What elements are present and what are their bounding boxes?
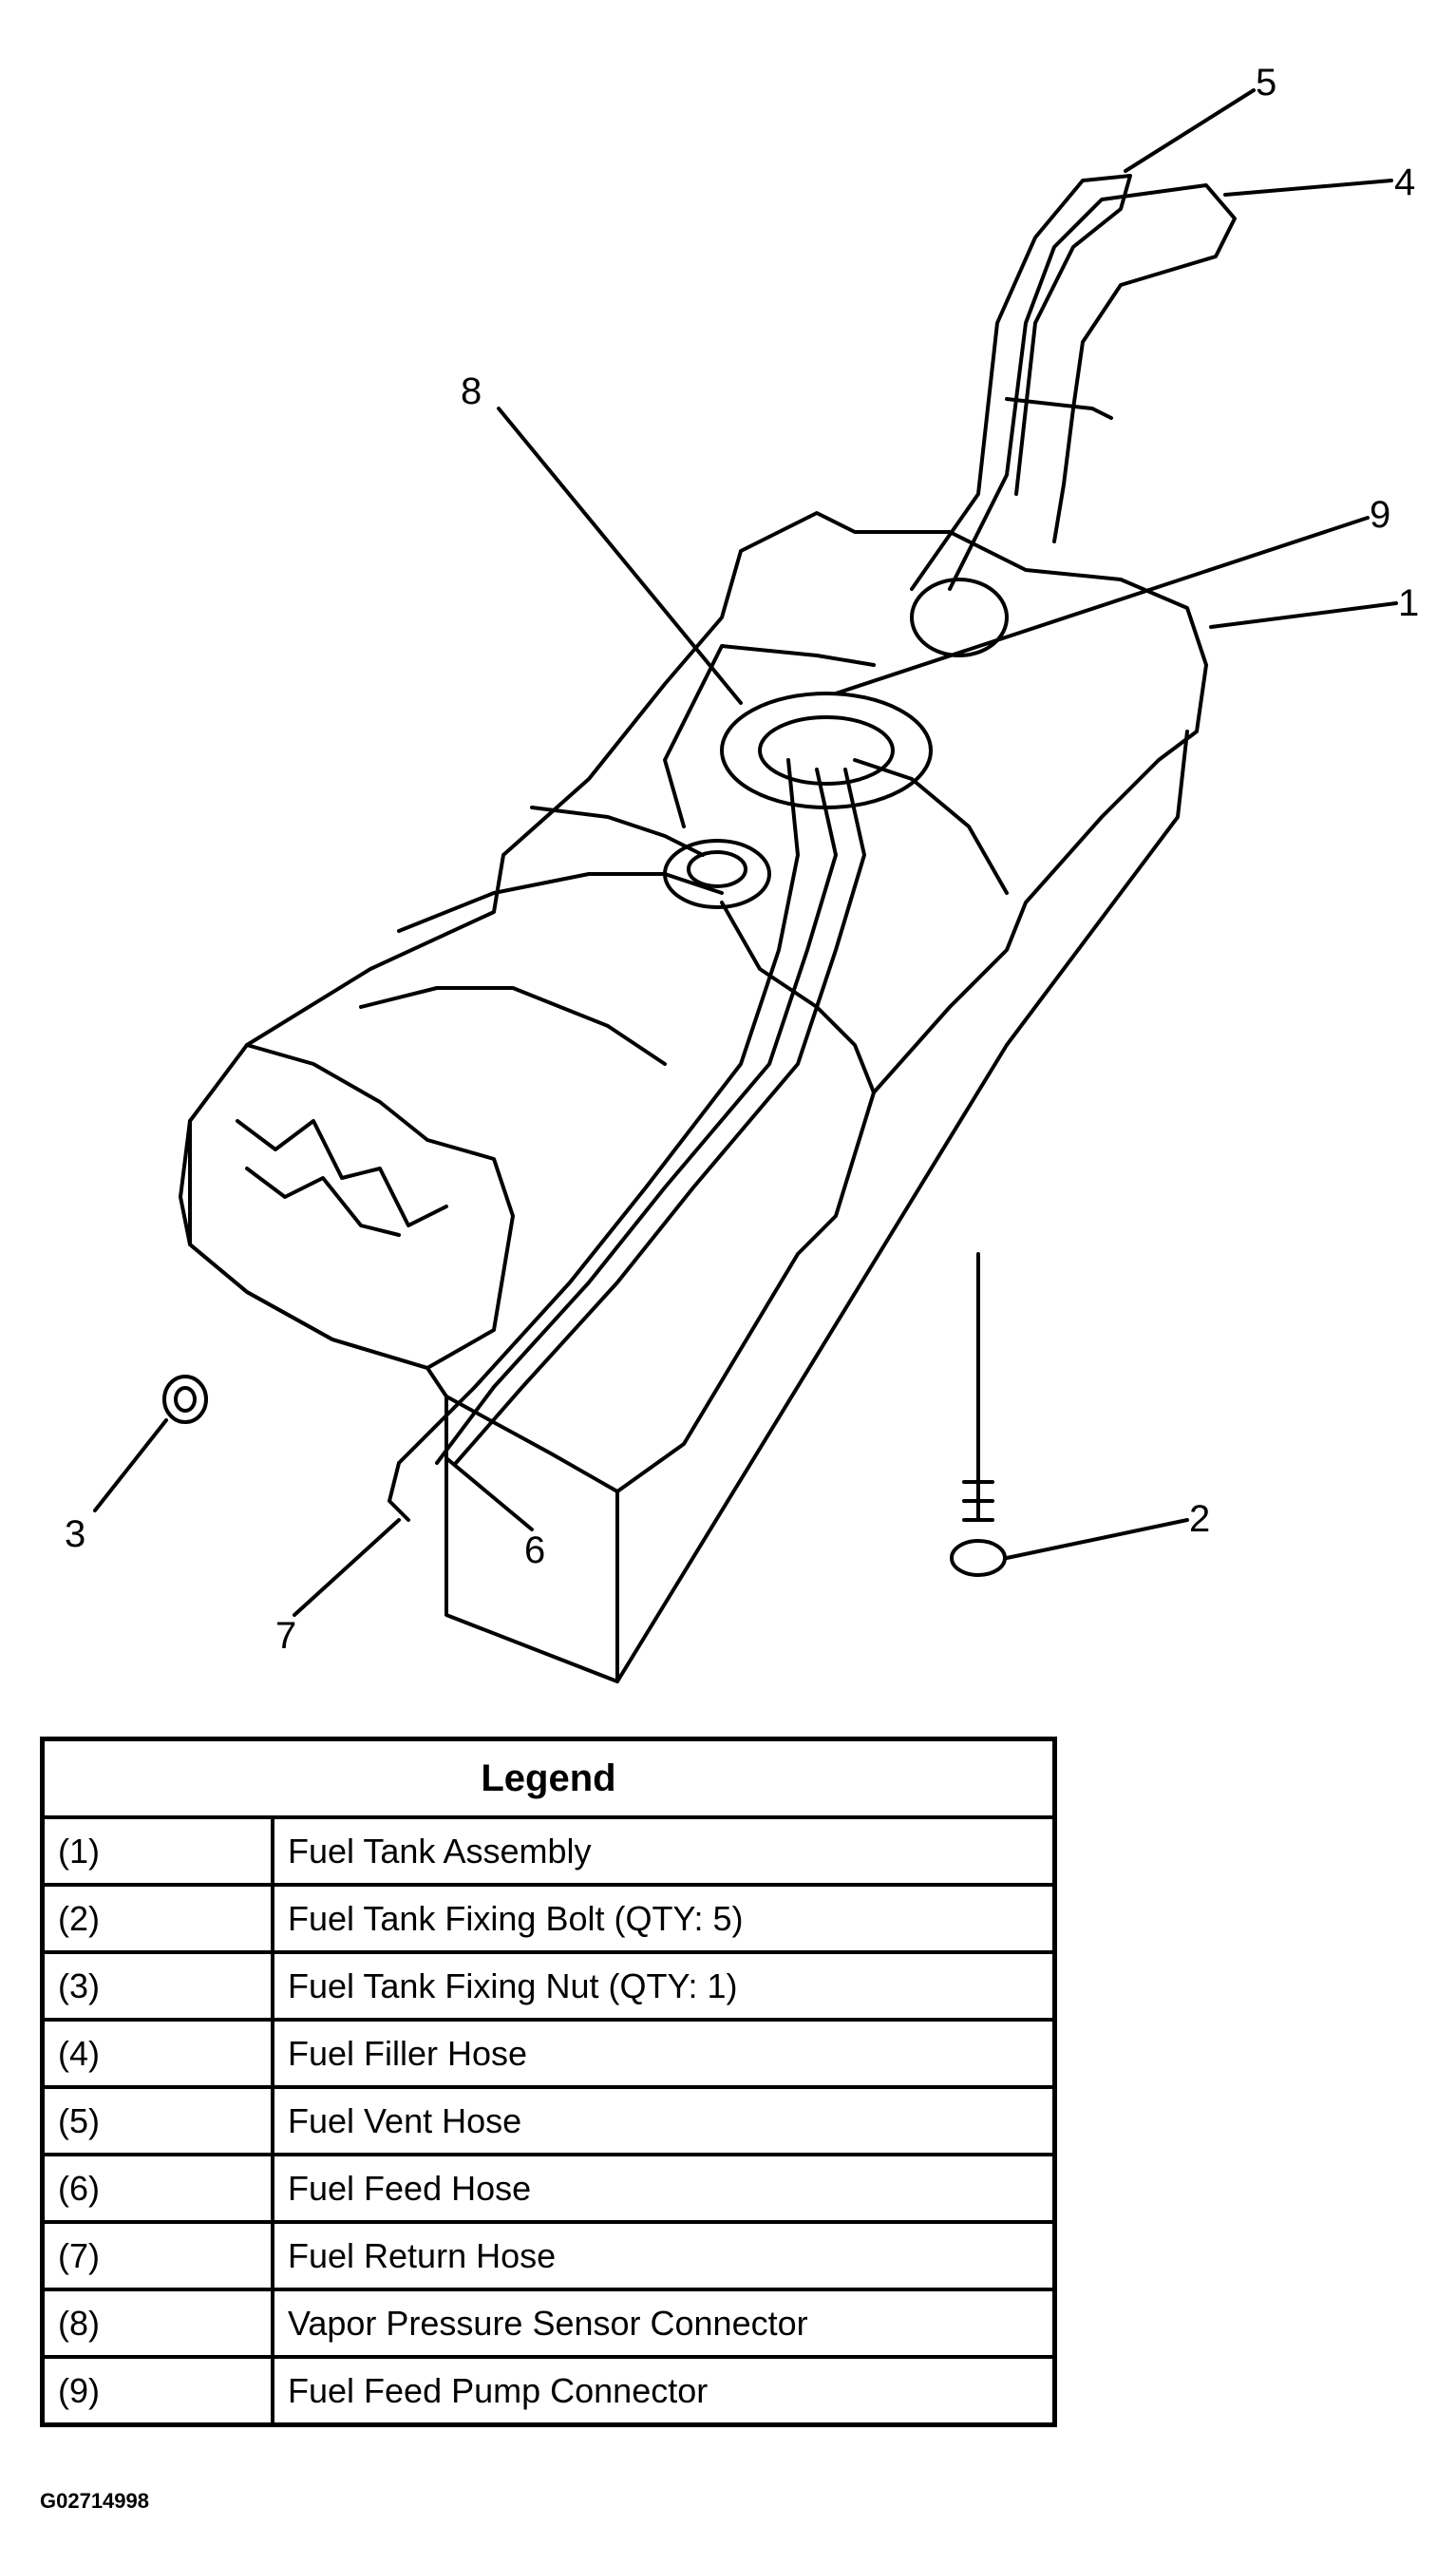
legend-description: Fuel Feed Pump Connector [271,2355,1057,2427]
legend-row: (8)Vapor Pressure Sensor Connector [40,2288,1057,2359]
legend-number: (4) [40,2018,274,2089]
legend-description: Fuel Return Hose [271,2220,1057,2291]
callout-leader-9 [834,516,1370,695]
filler-port [910,578,1009,657]
legend-description: Fuel Tank Assembly [271,1815,1057,1887]
callout-leader-5 [1124,88,1256,173]
legend-description: Fuel Tank Fixing Bolt (QTY: 5) [271,1883,1057,1954]
legend-number: (5) [40,2085,274,2156]
sender-port [663,839,771,909]
legend-row: (1)Fuel Tank Assembly [40,1815,1057,1887]
legend-number: (6) [40,2153,274,2224]
callout-4: 4 [1394,161,1415,203]
callout-5: 5 [1256,62,1276,104]
callout-3: 3 [65,1513,85,1555]
vapor-pressure-sensor-line [663,644,876,828]
legend-number: (8) [40,2288,274,2359]
fuel-tank-diagram: 1 2 3 4 5 6 7 8 9 [65,62,1419,1683]
legend-number: (1) [40,1815,274,1887]
callout-leader-6 [444,1456,534,1531]
fuel-vent-hose [910,174,1132,591]
legend-row: (7)Fuel Return Hose [40,2220,1057,2291]
legend-number: (2) [40,1883,274,1954]
fuel-filler-hose [948,183,1237,591]
legend-description: Fuel Feed Hose [271,2153,1057,2224]
callout-9: 9 [1370,494,1390,536]
legend-number: (7) [40,2220,274,2291]
fuel-pump-module [720,692,933,809]
legend-table: Legend (1)Fuel Tank Assembly (2)Fuel Tan… [40,1737,1057,2427]
callout-leader-4 [1223,179,1393,197]
figure-id: G02714998 [40,2489,149,2513]
legend-row: (3)Fuel Tank Fixing Nut (QTY: 1) [40,1950,1057,2022]
legend-description: Fuel Tank Fixing Nut (QTY: 1) [271,1950,1057,2022]
callout-8: 8 [461,370,482,412]
tank-shield [188,1043,515,1370]
fuel-feed-line [435,768,838,1465]
legend-number: (9) [40,2355,274,2427]
legend-number: (3) [40,1950,274,2022]
fuel-tank-fixing-nut [162,1375,208,1424]
callout-6: 6 [524,1529,545,1571]
callout-leader-7 [293,1518,401,1617]
legend-description: Fuel Vent Hose [271,2085,1057,2156]
legend-description: Vapor Pressure Sensor Connector [271,2288,1057,2359]
legend-title: Legend [40,1737,1057,1819]
callout-2: 2 [1189,1498,1210,1540]
callout-leader-3 [93,1418,168,1512]
callout-1: 1 [1398,582,1419,624]
callout-7: 7 [275,1615,296,1657]
callout-leader-8 [497,407,743,705]
callout-leader-1 [1209,601,1398,629]
callout-leader-2 [1005,1518,1189,1560]
legend-row: (9)Fuel Feed Pump Connector [40,2355,1057,2427]
legend-row: (4)Fuel Filler Hose [40,2018,1057,2089]
legend-description: Fuel Filler Hose [271,2018,1057,2089]
fuel-tank-body [179,511,1208,1493]
fuel-return-line [454,768,866,1465]
legend-row: (6)Fuel Feed Hose [40,2153,1057,2224]
legend-row: (2)Fuel Tank Fixing Bolt (QTY: 5) [40,1883,1057,1954]
legend-row: (5)Fuel Vent Hose [40,2085,1057,2156]
tank-lower-section [444,730,1189,1683]
